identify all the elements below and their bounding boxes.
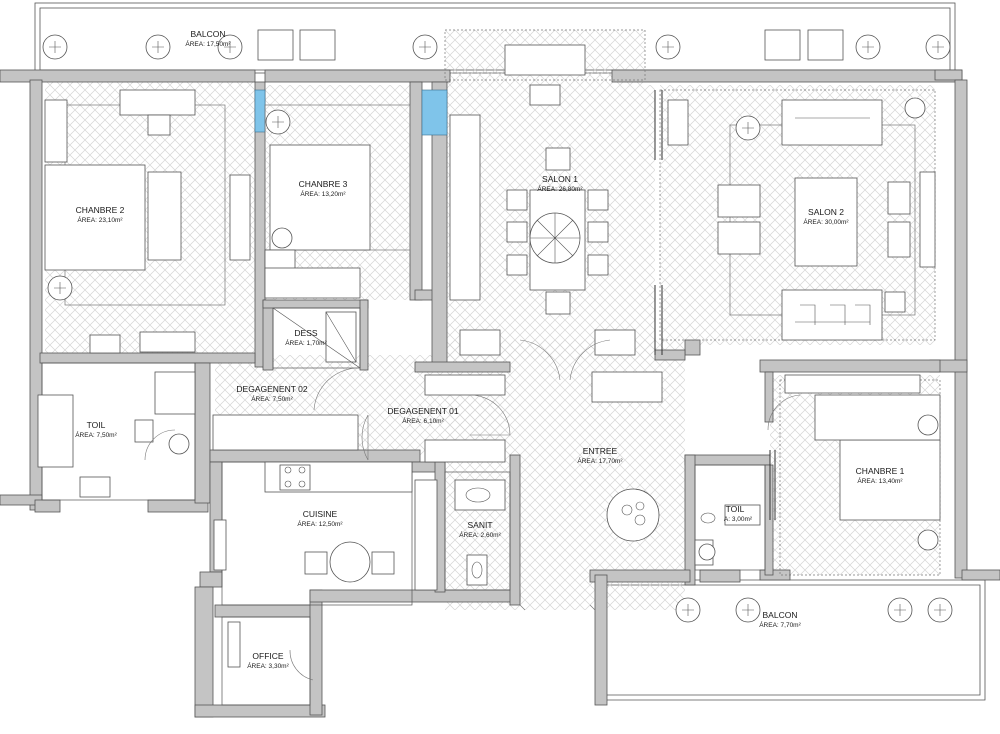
label-dess-area: ÁREA: 1,70m² [285,338,327,347]
label-degagement-01-area: ÁREA: 6,10m² [402,416,444,425]
window-frames [654,90,776,520]
label-toil-west-area: ÁREA: 7,50m² [75,430,117,439]
label-chambre-3-name: CHANBRE 3 [299,179,348,189]
label-dess-name: DESS [294,328,317,338]
label-chambre-3-area: ÁREA: 13,20m² [300,189,346,198]
label-office-name: OFFICE [252,651,283,661]
label-balcon-south-area: ÁREA: 7,70m² [759,620,801,629]
label-chambre-2-name: CHANBRE 2 [76,205,125,215]
label-salon-1-name: SALON 1 [542,174,578,184]
label-cuisine-area: ÁREA: 12,50m² [297,519,343,528]
label-toil-east-area: A: 3,00m² [724,516,753,523]
label-degagement-02-name: DEGAGENENT 02 [236,384,307,394]
label-toil-east-name: TOIL [726,504,745,514]
label-salon-1-area: ÁREA: 26,80m² [537,184,583,193]
label-degagement-01-name: DEGAGENENT 01 [387,406,458,416]
label-salon-2-name: SALON 2 [808,207,844,217]
walls [0,69,1000,718]
balcony-chairs [257,29,844,61]
label-balcon-south-name: BALCON [763,610,798,620]
label-entree-area: ÁREA: 17,70m² [577,456,623,465]
label-sanit-name: SANIT [467,520,492,530]
label-cuisine-name: CUISINE [303,509,338,519]
glass-bays [254,89,448,136]
label-chambre-2-area: ÁREA: 23,10m² [77,215,123,224]
door-swings [144,339,801,681]
room-labels: BALCON ÁREA: 17,50m² CHANBRE 2 ÁREA: 23,… [75,29,904,670]
label-salon-2-area: ÁREA: 30,00m² [803,217,849,226]
label-degagement-02-area: ÁREA: 7,50m² [251,394,293,403]
details [49,41,946,616]
label-chambre-1-name: CHANBRE 1 [856,466,905,476]
label-toil-west-name: TOIL [87,420,106,430]
furniture [37,44,941,668]
label-entree-name: ENTREE [583,446,618,456]
label-sanit-area: ÁREA: 2,60m² [459,530,501,539]
label-balcon-north-area: ÁREA: 17,50m² [185,39,231,48]
label-balcon-north-name: BALCON [191,29,226,39]
label-office-area: ÁREA: 3,30m² [247,661,289,670]
label-chambre-1-area: ÁREA: 13,40m² [857,476,903,485]
